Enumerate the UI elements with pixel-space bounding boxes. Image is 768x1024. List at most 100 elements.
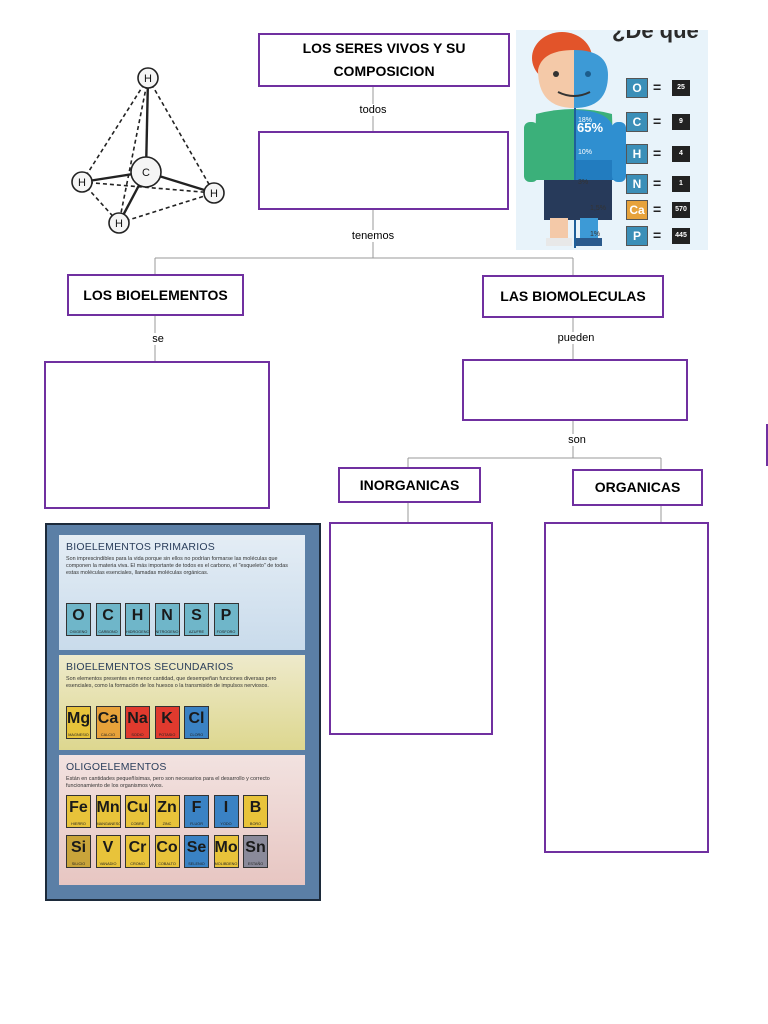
empty-box-se[interactable] xyxy=(44,361,270,509)
element-percentage: 3% xyxy=(578,179,589,186)
element-tile-k: K POTASIO xyxy=(154,706,180,739)
secondary-title: BIOELEMENTOS SECUNDARIOS xyxy=(66,661,234,673)
element-name: FOSFORO xyxy=(216,630,236,634)
element-name: COBRE xyxy=(130,822,145,826)
element-name: MAGNESIO xyxy=(68,733,89,737)
title-box: LOS SERES VIVOS Y SU COMPOSICION xyxy=(258,33,510,87)
element-name: CALCIO xyxy=(100,733,116,737)
oligo-title: OLIGOELEMENTOS xyxy=(66,761,167,773)
atom-label-c: C xyxy=(142,167,150,179)
element-percentage: 18% xyxy=(578,117,593,124)
element-symbol: B xyxy=(249,799,262,816)
primary-section: BIOELEMENTOS PRIMARIOS Son imprescindibl… xyxy=(59,535,305,650)
element-name: CLORO xyxy=(189,733,204,737)
element-percentage: 1,5% xyxy=(590,205,606,212)
empty-box-pueden[interactable] xyxy=(462,359,688,421)
bioelements-chart-image: BIOELEMENTOS PRIMARIOS Son imprescindibl… xyxy=(45,523,321,901)
element-symbol: H xyxy=(131,607,144,624)
element-tile-h: H xyxy=(626,144,648,164)
element-name: SELENIO xyxy=(188,862,205,866)
atom-label-h4: H xyxy=(115,218,123,230)
empty-box-todos[interactable] xyxy=(258,131,509,210)
weight-icon: 9 xyxy=(672,114,690,130)
element-name: YODO xyxy=(220,822,232,826)
element-symbol: Na xyxy=(127,710,148,727)
link-tenemos: tenemos xyxy=(343,230,403,242)
equals-sign: = xyxy=(653,79,662,95)
element-name: CROMO xyxy=(130,862,145,866)
element-symbol: Mn xyxy=(96,799,120,816)
empty-box-inorganicas[interactable] xyxy=(329,522,493,735)
element-name: POTASIO xyxy=(158,733,176,737)
element-symbol: S xyxy=(191,607,202,624)
element-tile-o: O xyxy=(626,78,648,98)
link-se: se xyxy=(143,333,173,345)
equals-sign: = xyxy=(653,145,662,161)
element-symbol: N xyxy=(161,607,173,624)
atom-label-h3: H xyxy=(210,188,218,200)
element-symbol: Cl xyxy=(188,710,205,727)
element-symbol: Cr xyxy=(128,839,147,856)
link-son: son xyxy=(559,434,595,446)
weight-icon: 4 xyxy=(672,146,690,162)
biomoleculas-label: LAS BIOMOLECULAS xyxy=(500,288,646,304)
element-symbol: Sn xyxy=(245,839,266,856)
element-name: COBALTO xyxy=(158,862,176,866)
element-symbol: I xyxy=(223,799,229,816)
oligo-section: OLIGOELEMENTOS Están en cantidades peque… xyxy=(59,755,305,885)
inorganicas-label: INORGANICAS xyxy=(359,476,460,493)
organicas-label: ORGANICAS xyxy=(594,479,681,495)
map-title: LOS SERES VIVOS Y SU COMPOSICION xyxy=(302,40,466,79)
weight-icon: 25 xyxy=(672,80,690,96)
element-symbol: Co xyxy=(156,839,178,856)
primary-text: Son imprescindibles para la vida porque … xyxy=(66,556,288,576)
secondary-section: BIOELEMENTOS SECUNDARIOS Son elementos p… xyxy=(59,655,305,750)
weight-icon: 570 xyxy=(672,202,690,218)
element-symbol: V xyxy=(102,839,114,856)
element-name: CARBONO xyxy=(98,630,118,634)
water-percentage: 65% xyxy=(577,120,604,135)
element-symbol: F xyxy=(191,799,202,816)
element-tile-p: P xyxy=(626,226,648,246)
element-symbol: Cu xyxy=(126,799,149,816)
bioelementos-box: LOS BIOELEMENTOS xyxy=(67,274,244,316)
element-tile-c: C xyxy=(626,112,648,132)
element-symbol: K xyxy=(161,710,173,727)
empty-box-organicas[interactable] xyxy=(544,522,709,853)
element-percentage: 10% xyxy=(578,149,593,156)
element-name: MOLIBDENO xyxy=(214,862,238,866)
child-figure xyxy=(524,32,626,248)
atom-label-h2: H xyxy=(78,177,86,189)
element-name: HIDROGENO xyxy=(126,630,150,634)
primary-title: BIOELEMENTOS PRIMARIOS xyxy=(66,541,215,553)
methane-molecule-drawing: C H H H H xyxy=(71,67,225,234)
element-symbol: Fe xyxy=(69,799,88,816)
element-tile-h: H HIDROGENO xyxy=(125,603,150,636)
composition-top-text: ¿De qué xyxy=(612,30,699,43)
element-symbol: O xyxy=(72,607,85,624)
element-name: ZINC xyxy=(162,822,172,826)
element-tile-i: I YODO xyxy=(213,795,239,828)
weight-icon: 445 xyxy=(672,228,690,244)
equals-sign: = xyxy=(653,201,662,217)
element-name: BORO xyxy=(249,822,262,826)
equals-sign: = xyxy=(653,227,662,243)
element-name: AZUFRE xyxy=(188,630,205,634)
